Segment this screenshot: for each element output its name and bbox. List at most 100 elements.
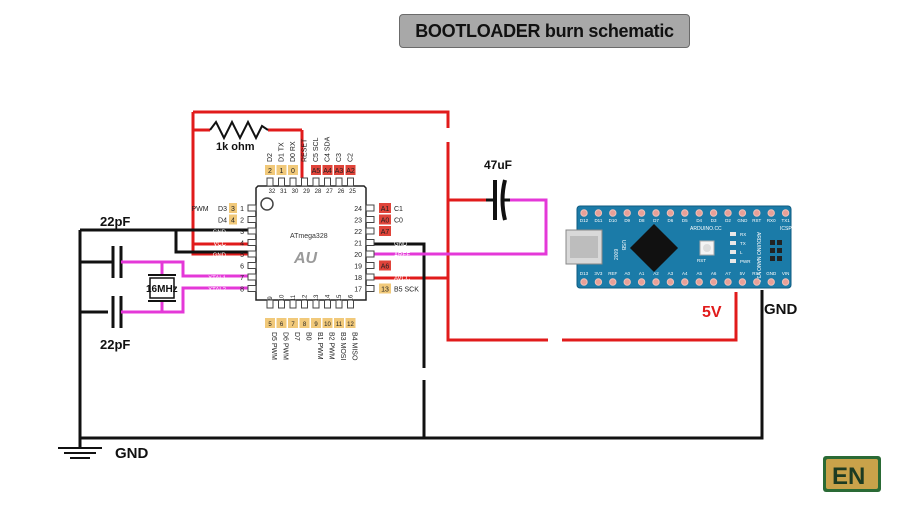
nano-led-label: L [740,250,743,255]
atmega328-chip: ATmega328 AU 13D3PWM24D43GND4VCC5GND6VCC… [191,136,419,361]
chip-pin-top [289,177,297,187]
wire-5v-to-nano [446,278,738,342]
wire-xtal2 [126,286,248,314]
nano-pin-top-label: D6 [668,218,674,223]
nano-pin-bottom [666,278,675,286]
cap-bottom-label: 22pF [100,337,130,352]
nano-pin-bottom [724,278,732,286]
chip-pin-right [365,285,375,292]
nano-pin-bottom-label: A0 [624,271,630,276]
capacitor-label: 47uF [484,158,512,172]
chip-pin-badge-label: 2 [268,168,272,175]
nano-pin-top-label: D7 [653,218,659,223]
nano-pin-bottom [609,278,617,286]
chip-pin-badge [322,318,333,328]
chip-pin-badge-label: 7 [291,322,295,328]
crystal-label: 16MHz [146,284,178,295]
chip-pins: 13D3PWM24D43GND4VCC5GND6VCC7XTAL18XTAL22… [191,136,419,361]
chip-pin-badge-label: 6 [280,322,284,328]
page-title: BOOTLOADER burn schematic [415,20,674,41]
chip-pin-badge [379,203,391,213]
chip-pin-badge [322,165,333,175]
gnd-wires [78,228,764,448]
chip-pin-left [247,204,257,212]
chip-pin-badge [334,318,344,328]
chip-pin-number: 5 [240,252,244,259]
nano-pin-top-label: D8 [639,218,645,223]
nano-pin-top [724,209,732,217]
chip-pin-badge [288,165,298,175]
chip-pin-left [247,285,257,292]
chip-pin-function: C1 [394,206,403,213]
chip-pin-left [247,273,257,281]
chip-pin-function: GND [394,242,408,248]
nano-pin-bottom-label: REF [608,271,617,276]
nano-pin-bottom-label: D13 [580,271,589,276]
chip-pin-right [365,273,375,281]
chip-pin-number: 7 [240,275,244,282]
chip-pin-badge [334,165,344,175]
chip-pin-badge [288,318,298,328]
nano-pin-top [666,209,675,217]
chip-pin-number: 17 [354,287,362,294]
icsp-label: ICSP [780,226,792,232]
nano-pin-bottom [753,278,761,286]
chip-pin-function: VCC [213,265,226,271]
nano-pin-bottom [580,278,588,286]
chip-pin-bottom [301,299,308,309]
chip-pin-function: XTAL1 [208,276,227,282]
chip-pin-number: 22 [354,229,362,236]
chip-pin-top [347,177,354,187]
chip-pin-number: 15 [337,294,343,301]
nano-led [730,250,736,254]
chip-pin-bottom [266,299,274,309]
nano-pin-top [695,209,703,217]
chip-pin-number: 9 [268,296,274,300]
usb-label: USB [620,240,626,251]
chip-pin-badge-label: 4 [231,218,235,225]
year-label: 2009 [614,249,620,260]
chip-pin-right [365,204,375,212]
chip-pin-function: D5 PWM [270,332,277,360]
chip-pin-function: B3 MOSI [339,332,346,360]
chip-pin-number: 20 [354,252,362,259]
chip-pin-function: D3 [218,206,227,213]
chip-pin-bottom [347,299,354,309]
five-v-label: 5V [702,304,722,321]
nano-pin-top [652,209,660,217]
chip-pin-function: C2 [348,153,355,162]
chip-pin-bottom [335,299,343,309]
chip-pin-top [301,177,308,187]
capacitor-22pf-top: 22pF [100,214,130,278]
chip-pin-function: VCC [213,242,226,248]
resistor-1k: 1k ohm [209,119,269,153]
wire-gnd-chip-right [374,242,426,438]
chip-pin-badge [265,165,275,175]
nano-pin-bottom [695,278,703,286]
chip-pin-badge [345,318,356,328]
chip-pin-function: B4 MISO [351,332,358,361]
nano-pin-bottom [681,278,689,286]
chip-pin-badge [379,214,391,225]
chip-pin-badge-label: A2 [346,168,355,175]
chip-pin-function: C3 [336,153,343,162]
chip-pin-number: 16 [349,294,355,301]
chip-pin-function: B0 [305,332,312,341]
chip-pin-top [266,177,274,187]
chip-pin-number: 30 [292,189,299,195]
nano-pin-bottom-label: GND [766,271,777,276]
chip-pin-badge-label: A6 [381,264,390,271]
chip-pin-badge [299,318,310,328]
nano-pin-top-label: GND [737,218,748,223]
chip-pin-function: C5 SCL [313,137,320,162]
nano-pin-bottom [623,278,631,286]
chip-pin-badge-label: 3 [231,206,235,213]
gnd-right-label: GND [764,301,798,318]
chip-pin-badge [276,165,287,175]
chip-pin-function: AVCC [394,276,411,282]
brand-logo-text: EN [832,463,865,490]
capacitor-47uf: 47uF [484,158,512,221]
nano-pin-top [594,209,603,217]
chip-pin-number: 24 [354,206,362,213]
nano-pin-bottom [709,278,718,286]
